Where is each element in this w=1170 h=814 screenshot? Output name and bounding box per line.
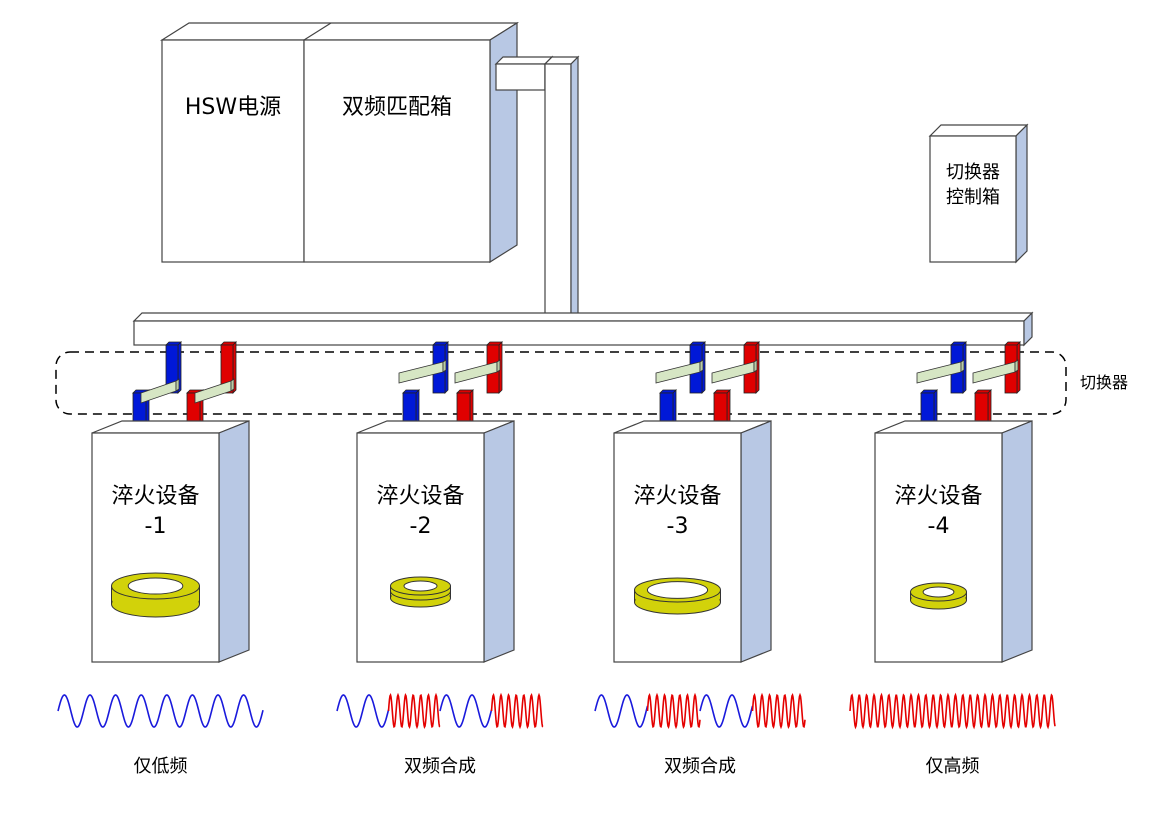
switch-blade-red xyxy=(194,380,232,404)
station-number: -2 xyxy=(410,514,432,539)
quench-station-4: 淬火设备 -4 xyxy=(874,420,1033,663)
power-supply-front xyxy=(161,39,305,263)
station-side xyxy=(740,420,772,663)
station-front xyxy=(91,432,220,663)
switch-blade-red-end xyxy=(230,378,235,392)
station-side xyxy=(483,420,515,663)
station-side xyxy=(218,420,250,663)
controller-label-line2: 控制箱 xyxy=(946,187,1000,208)
quench-station-2: 淬火设备 -2 xyxy=(356,420,515,663)
power-cabinet: HSW电源 双频匹配箱 xyxy=(159,21,520,264)
low-freq-wave xyxy=(336,694,390,728)
low-freq-wave xyxy=(57,694,264,728)
switch-blade-blue-end xyxy=(699,359,704,373)
power-supply-label: HSW电源 xyxy=(185,95,281,120)
station-name: 淬火设备 xyxy=(633,484,721,509)
switch-blade-blue-end xyxy=(442,359,447,373)
station-layer: 淬火设备 -1 淬火设备 -2 淬火设备 -3 淬火设备 -4 xyxy=(91,420,1033,663)
switch-layer xyxy=(132,341,1021,438)
cabinet-top xyxy=(159,22,520,41)
matching-box-label: 双频匹配箱 xyxy=(342,95,452,120)
switch-blade-blue xyxy=(140,380,177,404)
wave-layer: 仅低频 双频合成 双频合成 仅高频 xyxy=(57,692,1056,777)
station-number: -3 xyxy=(667,514,689,539)
station-front xyxy=(874,432,1003,663)
waveform-4 xyxy=(849,692,1056,730)
switch-blade-red-end xyxy=(753,359,758,373)
switcher-label: 切换器 xyxy=(1080,373,1128,392)
workpiece-ring xyxy=(111,572,200,618)
high-freq-wave xyxy=(646,692,701,730)
ring-stack-line xyxy=(390,590,451,601)
station-number: -1 xyxy=(145,514,167,539)
high-freq-wave xyxy=(490,692,544,730)
switcher-enclosure xyxy=(55,351,1067,415)
waveform-3 xyxy=(594,692,806,730)
mode-label: 双频合成 xyxy=(404,756,476,777)
controller-box: 切换器 控制箱 xyxy=(928,123,1029,264)
cabinet-divider xyxy=(303,22,332,41)
matching-box-front xyxy=(303,39,491,263)
switch-blade-red-end xyxy=(1014,359,1019,373)
switch-blade-blue-end xyxy=(960,359,965,373)
waveform-2 xyxy=(336,692,544,730)
workpiece-ring xyxy=(390,576,451,608)
mode-label: 仅低频 xyxy=(134,756,188,777)
ring-hole xyxy=(403,580,438,592)
station-name: 淬火设备 xyxy=(111,484,199,509)
low-freq-wave xyxy=(439,694,493,728)
switch-blade-blue-end xyxy=(175,378,180,392)
ring-hole xyxy=(127,577,184,595)
low-freq-wave xyxy=(594,694,649,728)
station-side xyxy=(1001,420,1033,663)
high-freq-wave xyxy=(387,692,441,730)
high-freq-wave xyxy=(849,692,1056,730)
station-front xyxy=(613,432,742,663)
mode-label: 仅高频 xyxy=(926,756,980,777)
connecting-duct xyxy=(494,55,580,317)
station-name: 淬火设备 xyxy=(376,484,464,509)
mode-label: 双频合成 xyxy=(664,756,736,777)
waveform-1 xyxy=(57,694,264,728)
workpiece-ring xyxy=(910,582,967,610)
quench-station-1: 淬火设备 -1 xyxy=(91,420,250,663)
station-number: -4 xyxy=(928,514,950,539)
low-freq-wave xyxy=(699,694,754,728)
ring-hole xyxy=(646,581,709,599)
bus-duct xyxy=(132,311,1034,347)
ring-hole xyxy=(922,586,955,598)
station-name: 淬火设备 xyxy=(894,484,982,509)
switch-blade-red-end xyxy=(496,359,501,373)
workpiece-ring xyxy=(634,577,721,615)
high-freq-wave xyxy=(751,692,806,730)
station-front xyxy=(356,432,485,663)
controller-label-line1: 切换器 xyxy=(946,162,1000,183)
quench-station-3: 淬火设备 -3 xyxy=(613,420,772,663)
